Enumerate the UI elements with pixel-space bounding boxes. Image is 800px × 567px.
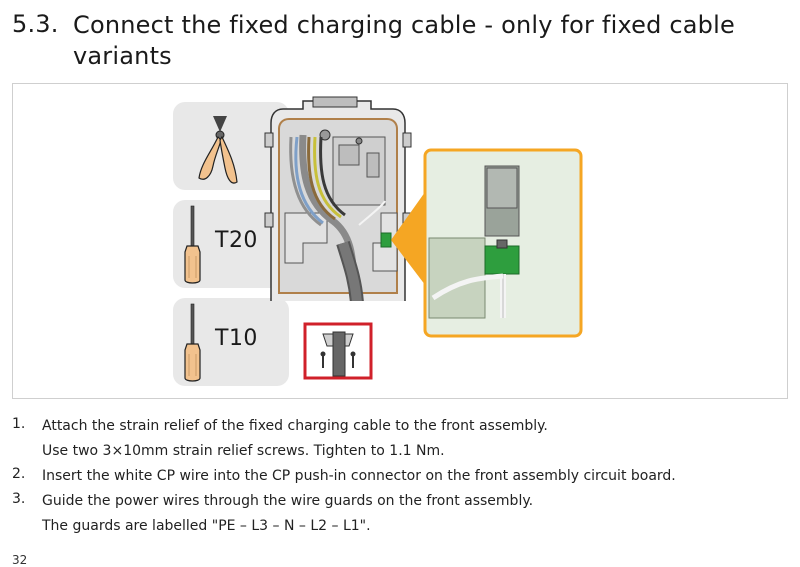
tool-t10-label: T10 bbox=[215, 326, 258, 351]
tool-t20: T20 bbox=[173, 200, 289, 288]
tool-t10: T10 bbox=[173, 298, 289, 386]
step-text: Insert the white CP wire into the CP pus… bbox=[42, 468, 676, 484]
torx-screwdriver-icon bbox=[184, 303, 201, 382]
step-1: 1. Attach the strain relief of the fixed… bbox=[12, 416, 792, 466]
step-number: 1. bbox=[12, 416, 26, 432]
step-number: 3. bbox=[12, 491, 26, 507]
section-title: Connect the fixed charging cable - only … bbox=[73, 11, 735, 70]
tool-t20-label: T20 bbox=[215, 228, 258, 253]
page-number: 32 bbox=[12, 553, 28, 567]
step-2: 2. Insert the white CP wire into the CP … bbox=[12, 466, 792, 491]
step-text: Guide the power wires through the wire g… bbox=[42, 493, 534, 509]
step-text: Use two 3×10mm strain relief screws. Tig… bbox=[42, 443, 445, 459]
strain-relief-closeup bbox=[303, 322, 373, 380]
step-text: The guards are labelled "PE – L3 – N – L… bbox=[42, 518, 371, 534]
step-number: 2. bbox=[12, 466, 26, 482]
step-3: 3. Guide the power wires through the wir… bbox=[12, 491, 792, 541]
section-number: 5.3. bbox=[12, 10, 59, 38]
charger-front-assembly-illustration bbox=[264, 96, 412, 301]
cp-connector-detail-view bbox=[423, 148, 583, 338]
side-cutter-pliers-icon bbox=[198, 116, 238, 184]
torx-screwdriver-icon bbox=[184, 205, 201, 284]
installation-figure: T20 T10 bbox=[12, 83, 788, 399]
step-text: Attach the strain relief of the fixed ch… bbox=[42, 418, 548, 434]
instruction-steps: 1. Attach the strain relief of the fixed… bbox=[12, 416, 792, 541]
